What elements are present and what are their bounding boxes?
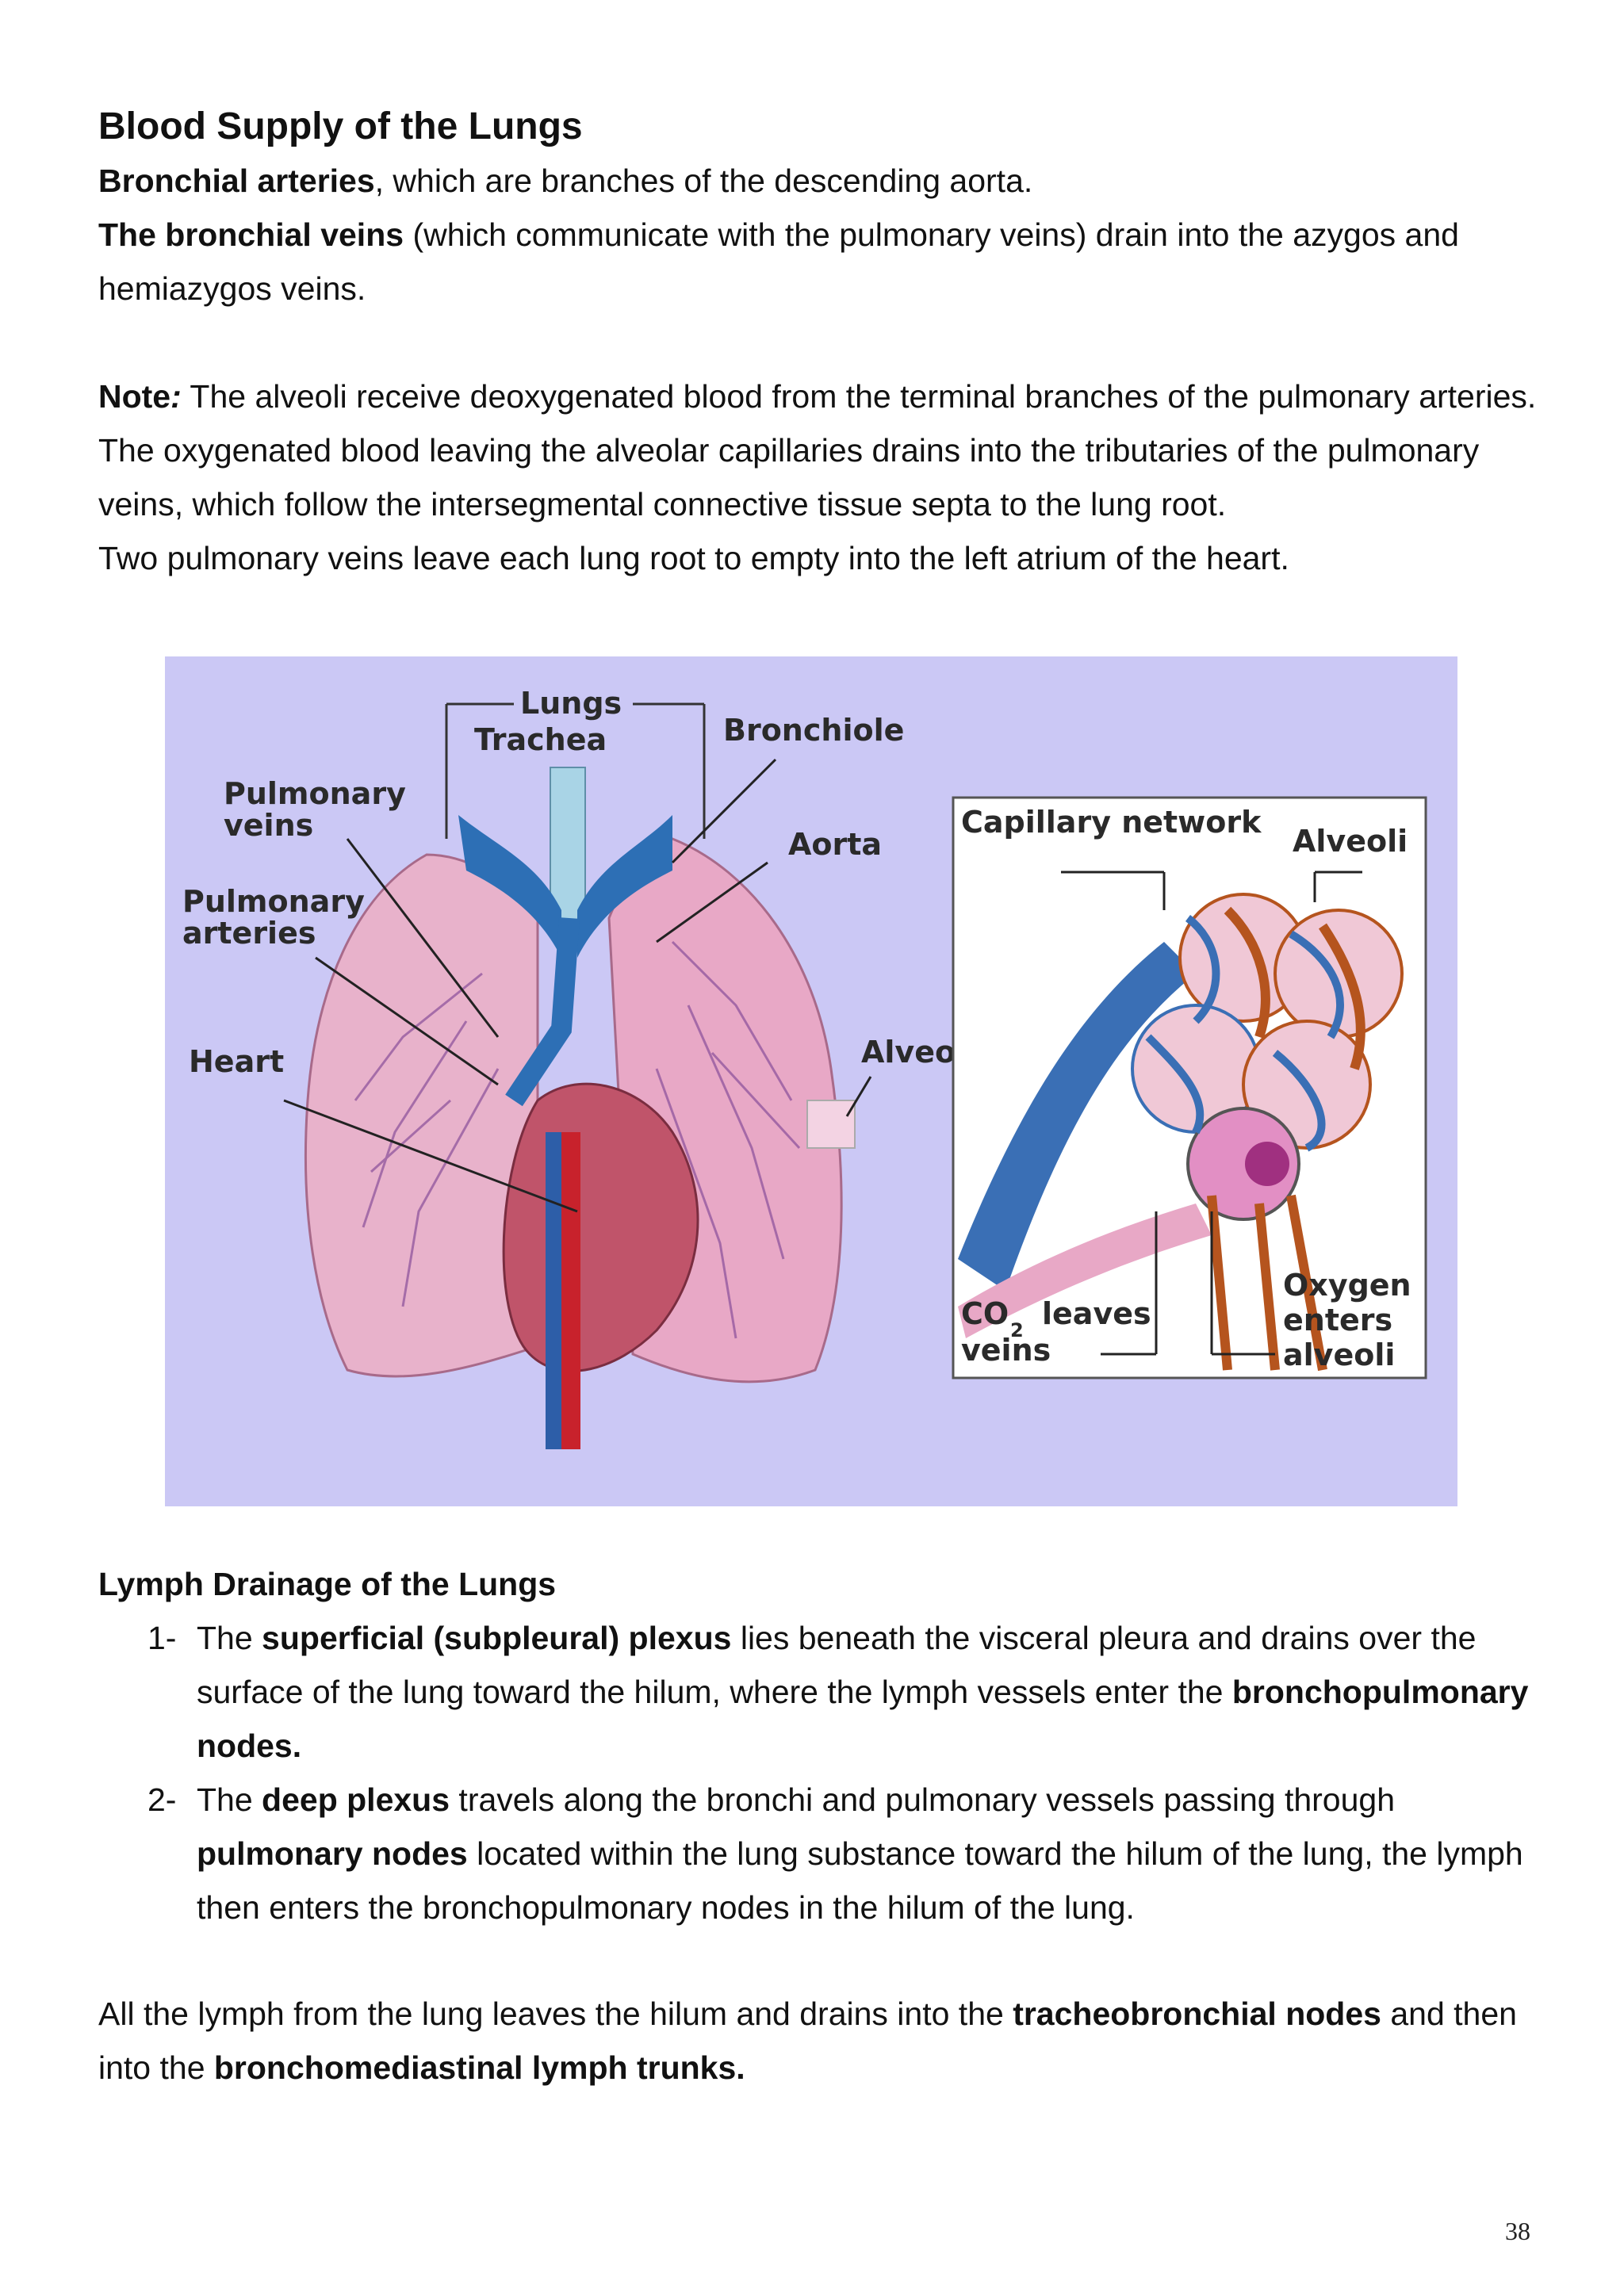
- page-number: 38: [1505, 2217, 1530, 2245]
- svg-text:Heart: Heart: [189, 1044, 284, 1079]
- list-item: 1-The superficial (subpleural) plexus li…: [147, 1620, 1529, 1764]
- svg-text:enters: enters: [1283, 1303, 1392, 1337]
- svg-text:veins: veins: [224, 808, 313, 843]
- svg-text:2: 2: [1010, 1319, 1024, 1341]
- svg-text:leaves: leaves: [1042, 1296, 1151, 1331]
- svg-text:Aorta: Aorta: [788, 827, 882, 862]
- pulmonary-vein-trunk: [458, 815, 561, 958]
- svg-text:Trachea: Trachea: [474, 722, 607, 757]
- svg-text:alveoli: alveoli: [1283, 1337, 1395, 1372]
- svg-text:veins: veins: [961, 1333, 1051, 1368]
- aorta-vessel: [561, 1132, 580, 1449]
- paragraph-bronchial-arteries: Bronchial arteries, which are branches o…: [98, 163, 1033, 199]
- blood-supply-text: Bronchial arteries, which are branches o…: [98, 154, 1542, 585]
- page-title: Blood Supply of the Lungs: [98, 105, 583, 147]
- trachea-tube: [550, 767, 586, 927]
- capillary-network-inset: Capillary network Alveoli CO 2 leaves ve…: [952, 796, 1427, 1380]
- vena-cava-vessel: [546, 1132, 561, 1449]
- svg-text:Bronchiole: Bronchiole: [723, 713, 904, 748]
- paragraph-note: Note: The alveoli receive deoxygenated b…: [98, 378, 1537, 415]
- lymph-drainage-title: Lymph Drainage of the Lungs: [98, 1566, 557, 1602]
- svg-text:Pulmonary: Pulmonary: [224, 776, 406, 811]
- svg-text:Pulmonary: Pulmonary: [182, 884, 365, 919]
- lymph-drainage-list: 1-The superficial (subpleural) plexus li…: [98, 1611, 1542, 1934]
- right-lung-shape: [304, 853, 539, 1378]
- svg-text:Capillary network: Capillary network: [961, 805, 1262, 840]
- lung-blood-supply-figure: Lungs Trachea Bronchiole Pulmonary veins…: [165, 656, 1457, 1506]
- list-item: 2-The deep plexus travels along the bron…: [147, 1781, 1523, 1926]
- paragraph-pulmonary-veins: Two pulmonary veins leave each lung root…: [98, 540, 1289, 576]
- svg-text:Alveoli: Alveoli: [1293, 824, 1408, 859]
- paragraph-lymph-summary: All the lymph from the lung leaves the h…: [98, 1996, 1517, 2086]
- svg-text:Oxygen: Oxygen: [1283, 1268, 1411, 1303]
- svg-text:Lungs: Lungs: [520, 686, 622, 721]
- svg-text:arteries: arteries: [182, 916, 316, 951]
- paragraph-oxygenated-blood: The oxygenated blood leaving the alveola…: [98, 432, 1480, 522]
- lung-illustration: Lungs Trachea Bronchiole Pulmonary veins…: [182, 686, 1427, 1449]
- svg-text:CO: CO: [961, 1296, 1009, 1331]
- paragraph-bronchial-veins: The bronchial veins (which communicate w…: [98, 216, 1459, 307]
